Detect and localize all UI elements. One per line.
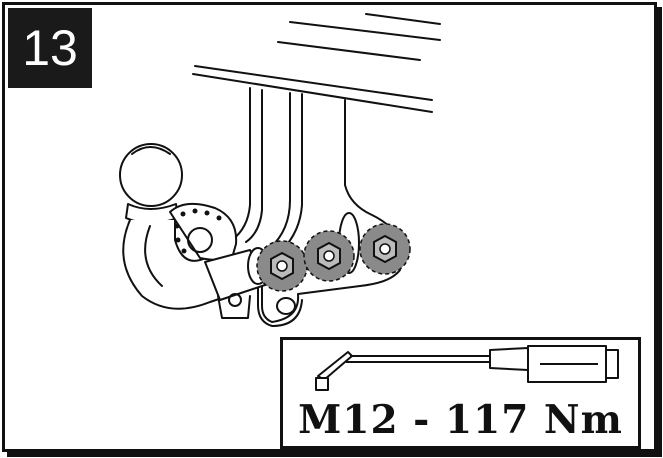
tow-ball [119,143,183,207]
side-plate-edge [257,254,303,327]
side-plate [261,99,403,323]
highlighted-bolt-icon [303,230,355,282]
highlighted-bolt-icon [359,223,411,275]
highlighted-bolt-icon [256,240,308,292]
flange-holes [174,208,222,254]
bracket-left-inner [245,89,263,243]
lower-bracket [217,295,251,319]
car-body-line [192,73,433,113]
highlighted-bolts [256,223,411,292]
pin-hole [276,297,296,315]
car-body-line [289,21,441,41]
wrench-end-cap [605,349,619,379]
torque-spec-label: M12 - 117 Nm [298,397,623,443]
ball-highlight [131,146,171,155]
wrench-collar [489,347,529,371]
car-body-line [194,65,433,101]
neck-contour [144,225,163,287]
car-body-line [365,13,441,25]
wrench-socket [315,377,329,391]
step-number-badge: 13 [8,8,92,88]
flange-center [187,227,213,253]
hitch-neck [122,219,241,310]
car-body-line [277,41,421,61]
wrench-head [317,351,353,381]
lower-bracket-hole [228,293,242,307]
